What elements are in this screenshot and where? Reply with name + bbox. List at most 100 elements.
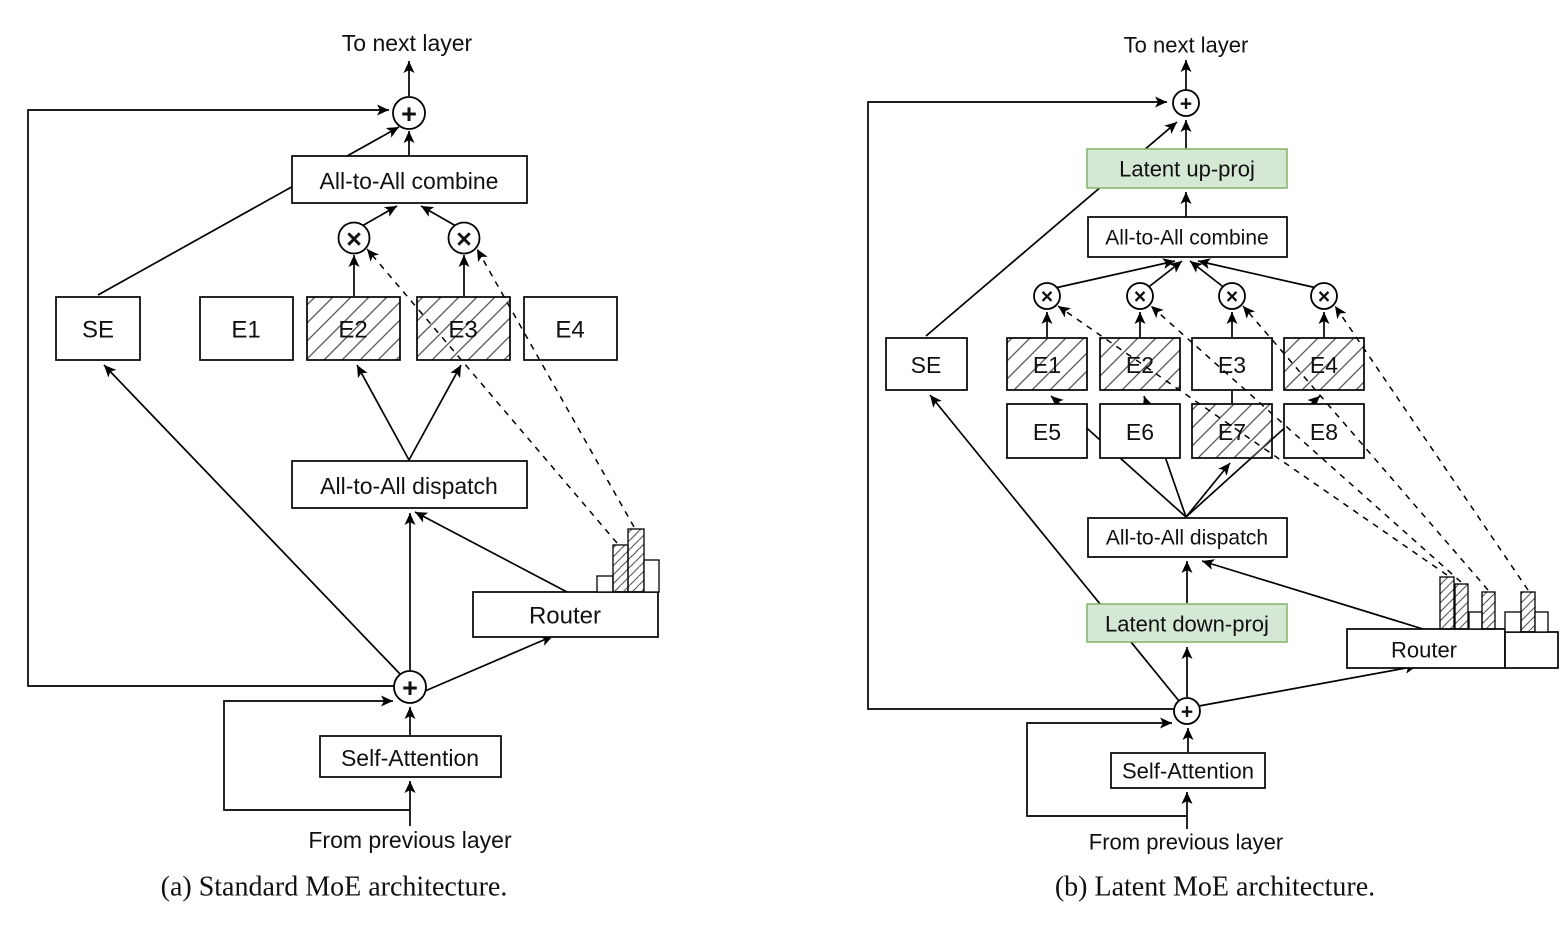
edge-b-skip-residual xyxy=(867,96,1174,710)
dispatch-box-b xyxy=(1087,517,1288,558)
e5-label-b: E5 xyxy=(1033,419,1061,445)
node-b-latent-up-proj: Latent up-proj xyxy=(1086,148,1288,189)
e8-label-b: E8 xyxy=(1310,419,1338,445)
gate-bar-5-b xyxy=(1504,611,1522,633)
to-next-layer-label-b: To next layer xyxy=(1124,33,1249,58)
e3-label-b: E3 xyxy=(1218,352,1246,378)
e1-label-b: E1 xyxy=(1033,352,1061,378)
times-circle-icon xyxy=(1218,282,1246,310)
e6-label-b: E6 xyxy=(1126,419,1154,445)
multiply-node-b-1: × xyxy=(1033,282,1061,310)
edge-a-dispatch-to-e2 xyxy=(356,364,410,461)
e5-box-b xyxy=(1006,403,1088,459)
node-b-shared-expert: SE xyxy=(885,337,968,391)
multiply-node-b-2: × xyxy=(1126,282,1154,310)
plus-circle-icon xyxy=(392,96,426,130)
edge-b-gate-to-mul2 xyxy=(1150,305,1462,583)
multiply-node-b-3: × xyxy=(1218,282,1246,310)
node-b-expert-e1-selected: E1 xyxy=(1006,337,1088,391)
router-gate-histogram-b xyxy=(1439,576,1549,633)
times-icon: × xyxy=(1318,286,1330,309)
edge-a-sum-to-router xyxy=(424,635,554,692)
add-node-a-bottom: + xyxy=(393,670,427,704)
edge-a-gate-to-mul2 xyxy=(476,248,635,528)
edge-a-attn-residual xyxy=(223,695,410,811)
se-box-b xyxy=(885,337,968,391)
node-b-expert-e6: E6 xyxy=(1099,403,1181,459)
attn-label-b: Self-Attention xyxy=(1122,759,1254,784)
node-b-expert-e5: E5 xyxy=(1006,403,1088,459)
edge-b-gate-to-mul4 xyxy=(1334,305,1529,591)
latent-up-box xyxy=(1086,148,1288,189)
e2-label-a: E2 xyxy=(338,317,367,344)
times-circle-icon xyxy=(447,221,481,255)
e2-box-b xyxy=(1099,337,1181,391)
plus-icon: + xyxy=(401,99,417,129)
node-b-dispatch: All-to-All dispatch xyxy=(1087,517,1288,558)
e1-box-b xyxy=(1006,337,1088,391)
dispatch-label-a: All-to-All dispatch xyxy=(320,473,498,499)
se-label-a: SE xyxy=(82,317,114,344)
router-box-a xyxy=(472,591,659,638)
node-b-expert-e8: E8 xyxy=(1283,403,1365,459)
combine-label-a: All-to-All combine xyxy=(320,168,499,194)
e4-label-b: E4 xyxy=(1310,352,1338,378)
gate-bar-e3-a xyxy=(627,528,645,593)
node-b-expert-e3: E3 xyxy=(1191,337,1273,391)
gate-bar-6-b xyxy=(1520,591,1536,633)
e4-box-a xyxy=(523,296,618,361)
node-b-expert-e2-selected: E2 xyxy=(1099,337,1181,391)
node-b-latent-down-proj: Latent down-proj xyxy=(1086,603,1288,643)
node-b-expert-e4-selected: E4 xyxy=(1283,337,1365,391)
edge-b-sum-to-se xyxy=(929,394,1180,702)
e1-box-a xyxy=(199,296,294,361)
plus-circle-icon xyxy=(1173,697,1201,725)
gate-bar-e1-a xyxy=(596,575,614,593)
gate-bar-2-b xyxy=(1454,583,1469,630)
node-a-expert-e4: E4 xyxy=(523,296,618,361)
e6-box-b xyxy=(1099,403,1181,459)
edge-b-attn-residual xyxy=(1026,717,1187,817)
edge-a-se-to-topsum xyxy=(97,126,400,296)
node-a-expert-e2-selected: E2 xyxy=(306,296,401,361)
latent-down-label: Latent down-proj xyxy=(1105,612,1269,637)
node-a-combine: All-to-All combine xyxy=(291,155,528,204)
node-b-expert-e7-selected: E7 xyxy=(1191,403,1273,459)
from-previous-layer-label-b: From previous layer xyxy=(1089,830,1283,855)
attn-label-a: Self-Attention xyxy=(341,745,479,771)
gate-bar-3-b xyxy=(1468,611,1483,630)
plus-circle-icon xyxy=(393,670,427,704)
times-circle-icon xyxy=(337,221,371,255)
add-node-b-top: + xyxy=(1172,89,1200,117)
edge-a-gate-to-mul1 xyxy=(366,248,618,544)
gate-bar-7-b xyxy=(1534,611,1549,633)
gate-bar-1-b xyxy=(1439,576,1455,630)
e4-label-a: E4 xyxy=(555,317,584,344)
edge-a-router-to-dispatch xyxy=(414,511,568,593)
latent-down-box xyxy=(1086,603,1288,643)
multiply-node-a-2: × xyxy=(447,221,481,255)
combine-label-b: All-to-All combine xyxy=(1105,227,1268,250)
plus-icon: + xyxy=(1181,701,1193,724)
edge-a-mul1-to-combine xyxy=(361,205,398,227)
router-step-b xyxy=(1504,631,1559,669)
dispatch-box-a xyxy=(291,460,528,509)
dispatch-label-b: All-to-All dispatch xyxy=(1106,527,1268,550)
edge-a-mul2-to-combine xyxy=(420,205,457,227)
times-icon: × xyxy=(1041,286,1053,309)
e2-box-a xyxy=(306,296,401,361)
edge-b-sum-to-router xyxy=(1198,662,1418,707)
times-icon: × xyxy=(1226,286,1238,309)
edge-b-gate-to-mul3 xyxy=(1242,305,1489,591)
multiply-node-a-1: × xyxy=(337,221,371,255)
plus-icon: + xyxy=(1180,93,1192,116)
caption-b: (b) Latent MoE architecture. xyxy=(1055,872,1375,903)
node-a-self-attention: Self-Attention xyxy=(319,735,502,778)
edge-b-mul2-to-combine xyxy=(1145,260,1183,290)
times-icon: × xyxy=(1134,286,1146,309)
node-a-router: Router xyxy=(472,591,659,638)
edge-b-dispatch-to-e7 xyxy=(1185,462,1231,518)
e7-box-b xyxy=(1191,403,1273,459)
node-b-combine: All-to-All combine xyxy=(1087,216,1288,258)
